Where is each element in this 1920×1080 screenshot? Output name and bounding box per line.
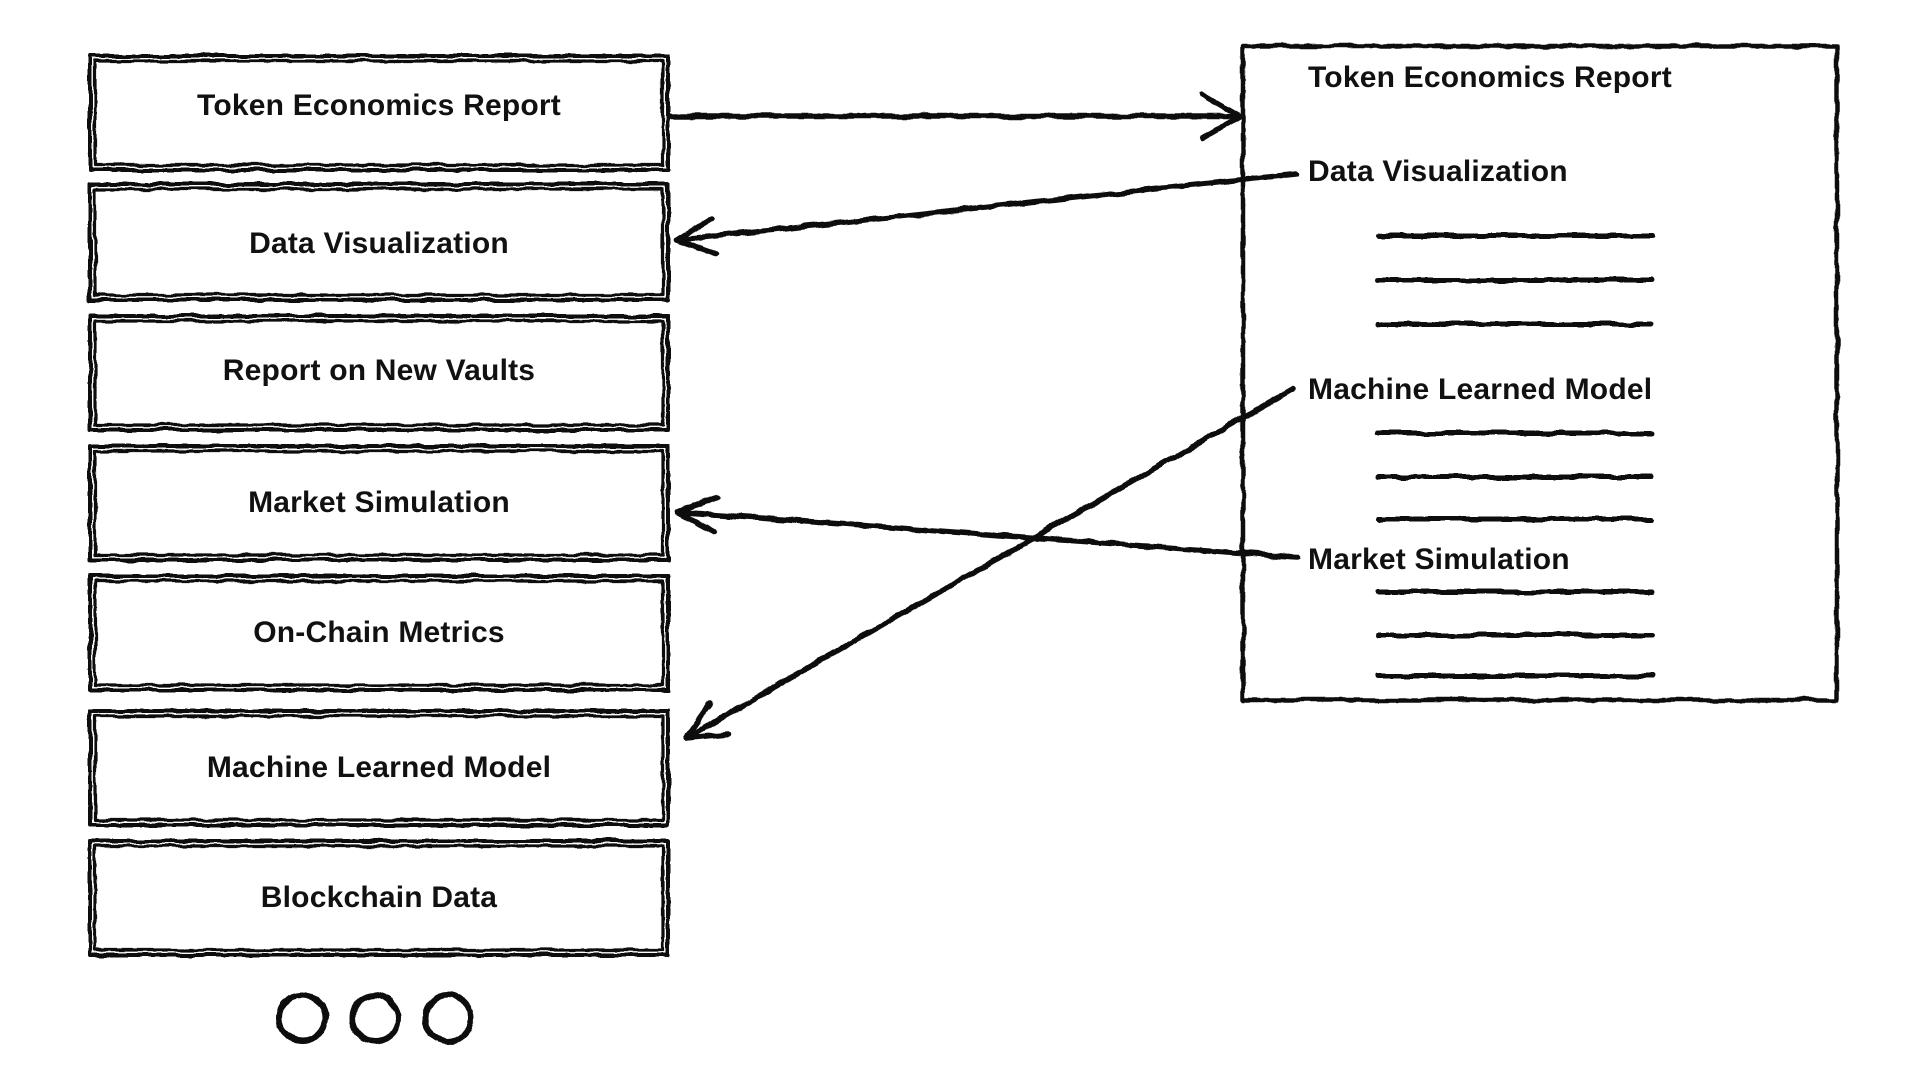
list-item-label-machine-learned-model: Machine Learned Model [206,751,552,784]
arrow-document-to-data-visualization [673,171,1299,257]
list-item-label-blockchain-data: Blockchain Data [260,881,498,914]
list-item-box-report-on-new-vaults [88,314,670,432]
document-section-machine-learned-model: Machine Learned Model [1308,373,1653,406]
list-item-box-blockchain-data [88,839,670,957]
document-title: Token Economics Report [1308,61,1672,94]
list-item-box-token-economics-report [88,54,670,172]
list-item-label-market-simulation: Market Simulation [248,486,510,519]
list-item-label-on-chain-metrics: On-Chain Metrics [253,616,505,649]
placeholder-lines-market-simulation [1375,589,1655,679]
ellipsis-circles-icon [276,992,474,1044]
list-item-label-report-on-new-vaults: Report on New Vaults [222,354,536,387]
arrow-document-to-market-simulation [675,494,1299,560]
list-item-label-token-economics-report: Token Economics Report [197,89,561,122]
list-item-box-on-chain-metrics [88,574,670,692]
list-item-box-data-visualization [88,182,670,302]
list-item-box-market-simulation [88,444,670,562]
arrow-token-economics-report-to-document [667,91,1243,141]
document-section-data-visualization: Data Visualization [1308,155,1568,188]
list-item-label-data-visualization: Data Visualization [249,227,509,260]
arrow-document-to-machine-learned-model [683,385,1297,741]
placeholder-lines-machine-learned-model [1375,430,1655,522]
document-section-market-simulation: Market Simulation [1308,543,1570,576]
list-item-box-machine-learned-model [88,709,670,827]
placeholder-lines-data-visualization [1375,233,1655,327]
document-panel-border [1240,43,1840,703]
